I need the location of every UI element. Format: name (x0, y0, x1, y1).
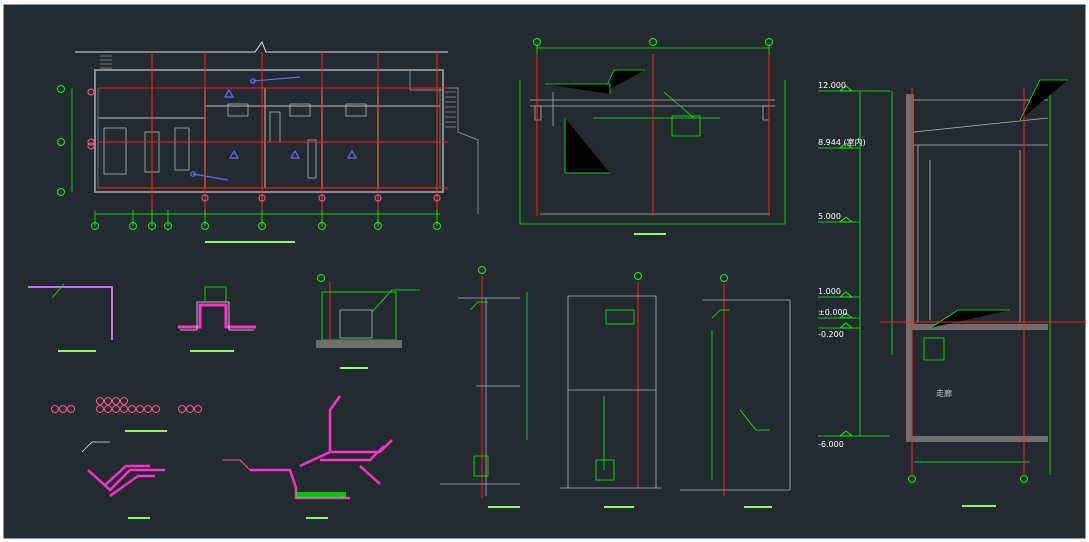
detail-column-footing (316, 274, 420, 369)
wall-section-1 (440, 266, 528, 508)
detail-pipe-route-a (81, 441, 165, 519)
elevation-title-bar (634, 233, 666, 235)
section-view: 12.000 8.944 (室内) 5.000 1.000 ±0.000 -0.… (818, 79, 1086, 507)
level-label-minus-0200: -0.200 (818, 330, 844, 339)
detail-u-section (178, 286, 256, 352)
floor-plan (57, 40, 479, 243)
elevation-view (519, 38, 786, 235)
level-label-12000: 12.000 (818, 81, 846, 90)
detail-pipe-corner (28, 283, 113, 352)
section-title-bar (962, 505, 996, 507)
detail-circles-title-bar (125, 430, 167, 432)
level-label-8944: 8.944 (室内) (818, 137, 866, 147)
plan-title-bar (205, 241, 295, 243)
wall-section-2 (560, 272, 662, 508)
model-space-background (2, 3, 1087, 540)
level-label-5000: 5.000 (818, 212, 841, 221)
level-label-minus-6000: -6.000 (818, 440, 844, 449)
section-room-label: 走廊 (936, 388, 952, 398)
wall-section-3 (680, 274, 791, 508)
level-label-0000: ±0.000 (818, 308, 848, 317)
detail-pipe-circles (51, 397, 202, 413)
detail-pipe-route-b (222, 395, 393, 519)
level-label-1000: 1.000 (818, 287, 841, 296)
